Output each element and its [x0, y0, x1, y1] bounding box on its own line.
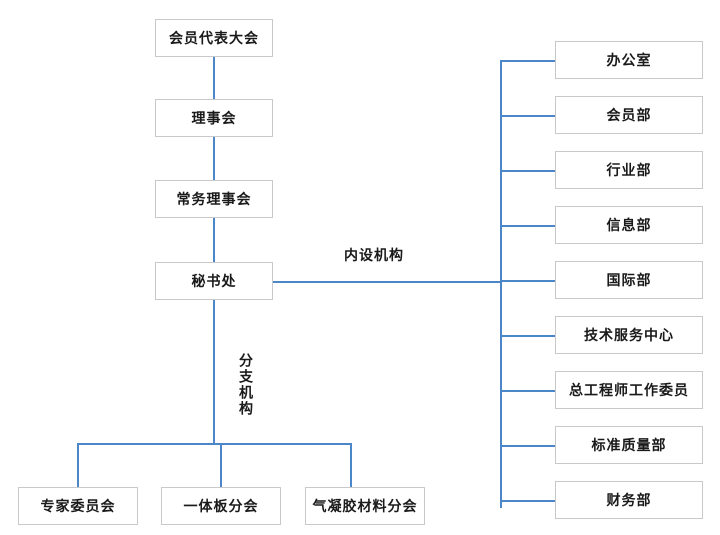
node-label: 一体板分会 [183, 498, 259, 514]
connector-secretariat-to-departments [273, 281, 501, 283]
node-chief-engineer-committee[interactable]: 总工程师工作委员 [555, 371, 703, 409]
connector-department-7 [500, 390, 556, 392]
node-standing-council[interactable]: 常务理事会 [155, 180, 273, 218]
node-standards-quality-dept[interactable]: 标准质量部 [555, 426, 703, 464]
node-label: 气凝胶材料分会 [312, 498, 418, 514]
connector-branch-1 [77, 443, 79, 487]
node-label: 财务部 [606, 492, 652, 508]
node-label: 总工程师工作委员 [569, 382, 689, 398]
connector-department-4 [500, 225, 556, 227]
node-integrated-board-branch[interactable]: 一体板分会 [161, 487, 281, 525]
node-label: 会员代表大会 [169, 30, 259, 46]
connector-congress-to-council [213, 57, 215, 99]
node-label: 理事会 [191, 110, 237, 126]
node-label: 信息部 [606, 217, 652, 233]
node-expert-committee[interactable]: 专家委员会 [18, 487, 138, 525]
connector-branch-3 [350, 443, 352, 487]
node-information-dept[interactable]: 信息部 [555, 206, 703, 244]
connector-department-1 [500, 60, 556, 62]
node-technical-service-center[interactable]: 技术服务中心 [555, 316, 703, 354]
node-label: 秘书处 [191, 273, 237, 289]
connector-department-2 [500, 115, 556, 117]
node-membership-dept[interactable]: 会员部 [555, 96, 703, 134]
connector-department-9 [500, 500, 556, 502]
node-label: 专家委员会 [40, 498, 116, 514]
connector-department-8 [500, 445, 556, 447]
connector-department-6 [500, 335, 556, 337]
node-council[interactable]: 理事会 [155, 99, 273, 137]
node-industry-dept[interactable]: 行业部 [555, 151, 703, 189]
label-internal-departments: 内设机构 [340, 245, 408, 265]
node-finance-dept[interactable]: 财务部 [555, 481, 703, 519]
label-branch-organizations: 分支机构 [238, 350, 254, 420]
node-label: 会员部 [606, 107, 652, 123]
departments-trunk [500, 61, 502, 508]
connector-branch-2 [220, 443, 222, 487]
connector-department-3 [500, 170, 556, 172]
connector-branches-crossbar [77, 443, 351, 445]
connector-secretariat-to-branches [213, 300, 215, 443]
node-label: 办公室 [606, 52, 652, 68]
node-label: 行业部 [606, 162, 652, 178]
node-member-congress[interactable]: 会员代表大会 [155, 19, 273, 57]
node-aerogel-material-branch[interactable]: 气凝胶材料分会 [305, 487, 425, 525]
node-international-dept[interactable]: 国际部 [555, 261, 703, 299]
node-office[interactable]: 办公室 [555, 41, 703, 79]
node-label: 常务理事会 [176, 191, 252, 207]
connector-department-5 [500, 280, 556, 282]
node-label: 标准质量部 [591, 437, 667, 453]
connector-council-to-standing [213, 137, 215, 180]
node-secretariat[interactable]: 秘书处 [155, 262, 273, 300]
connector-standing-to-secretariat [213, 218, 215, 262]
node-label: 国际部 [606, 272, 652, 288]
node-label: 技术服务中心 [584, 327, 674, 343]
